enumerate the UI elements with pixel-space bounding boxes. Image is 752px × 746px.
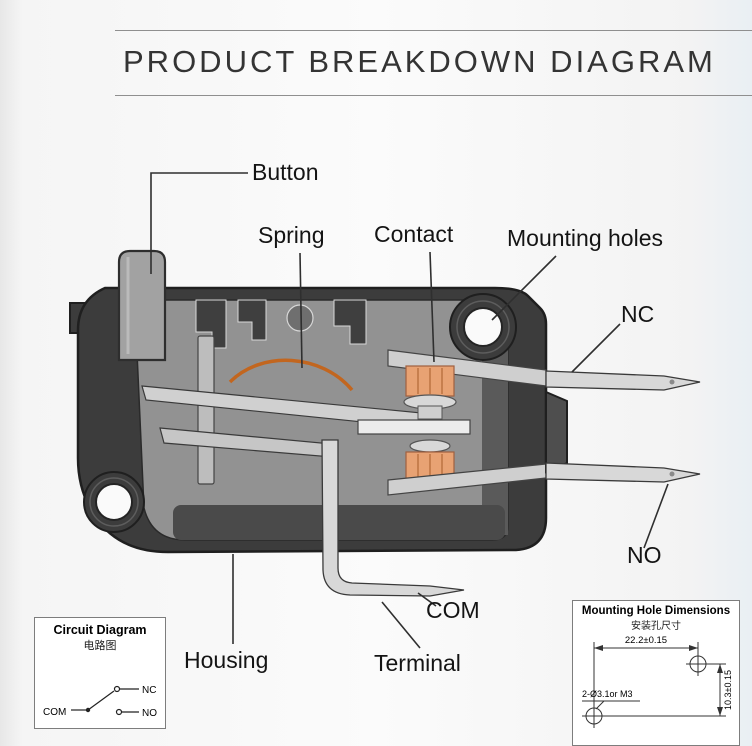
inner-bottom-wall xyxy=(173,505,505,540)
com-label: COM xyxy=(426,597,480,623)
right-boss xyxy=(545,390,568,474)
hole-spec-label: 2-Ø3.1or M3 xyxy=(582,689,633,699)
mounting-box-subtitle: 安装孔尺寸 xyxy=(631,621,681,632)
page-title: PRODUCT BREAKDOWN DIAGRAM xyxy=(123,44,716,79)
dimension-arrowheads xyxy=(594,645,723,716)
nc-terminal xyxy=(545,370,701,391)
mounting-holes-label: Mounting holes xyxy=(507,225,663,251)
com-leader xyxy=(417,592,437,607)
mounting-dimensions-box: Mounting Hole Dimensions 安装孔尺寸 xyxy=(572,600,740,746)
moving-contact xyxy=(357,419,471,435)
circuit-no-node xyxy=(115,708,123,716)
circuit-box-title: Circuit Diagram xyxy=(53,623,147,637)
no-terminal xyxy=(545,462,701,483)
spring-label: Spring xyxy=(258,222,325,248)
no-label: NO xyxy=(627,542,662,568)
mounting-box-title: Mounting Hole Dimensions xyxy=(581,605,731,617)
spring-leader xyxy=(299,252,303,369)
com-terminal xyxy=(321,439,465,597)
mounting-hole-top xyxy=(449,293,517,361)
hole-spacing-dim: 22.2±0.15 xyxy=(625,635,667,646)
support-post xyxy=(197,335,215,485)
spring-wire xyxy=(228,358,354,392)
housing-label: Housing xyxy=(184,647,269,673)
contact-leader xyxy=(429,251,435,363)
circuit-nc-label: NC xyxy=(142,685,156,696)
circuit-no-label: NO xyxy=(142,708,157,719)
top-round-hole xyxy=(286,304,314,332)
circuit-com-node xyxy=(85,707,91,713)
circuit-diagram-box: Circuit Diagram 电路图 COM NC NO xyxy=(34,617,166,729)
hole-vertical-dim: 10.3±0.15 xyxy=(723,670,733,710)
title-block: PRODUCT BREAKDOWN DIAGRAM xyxy=(115,30,752,96)
mounting-hole-bottom xyxy=(83,471,145,533)
circuit-schematic: COM NC NO xyxy=(43,685,157,719)
button-plunger xyxy=(117,249,167,362)
button-label: Button xyxy=(252,159,319,185)
no-leader xyxy=(643,483,669,549)
nc-leader xyxy=(571,323,621,373)
circuit-box-subtitle: 电路图 xyxy=(83,640,117,652)
upper-contact xyxy=(403,365,457,420)
circuit-nc-node xyxy=(113,685,121,693)
leader-lines xyxy=(150,172,669,649)
terminal-label: Terminal xyxy=(374,650,461,676)
mounting-dimension-drawing: 22.2±0.15 2-Ø3.1or M3 10.3±0.15 xyxy=(582,635,733,728)
mounting-holes-leader xyxy=(491,255,557,321)
circuit-com-label: COM xyxy=(43,707,66,718)
micro-switch xyxy=(69,249,701,597)
terminal-leader xyxy=(381,601,421,649)
button-leader xyxy=(150,172,248,274)
nc-label: NC xyxy=(621,301,655,327)
contact-label: Contact xyxy=(374,221,454,247)
